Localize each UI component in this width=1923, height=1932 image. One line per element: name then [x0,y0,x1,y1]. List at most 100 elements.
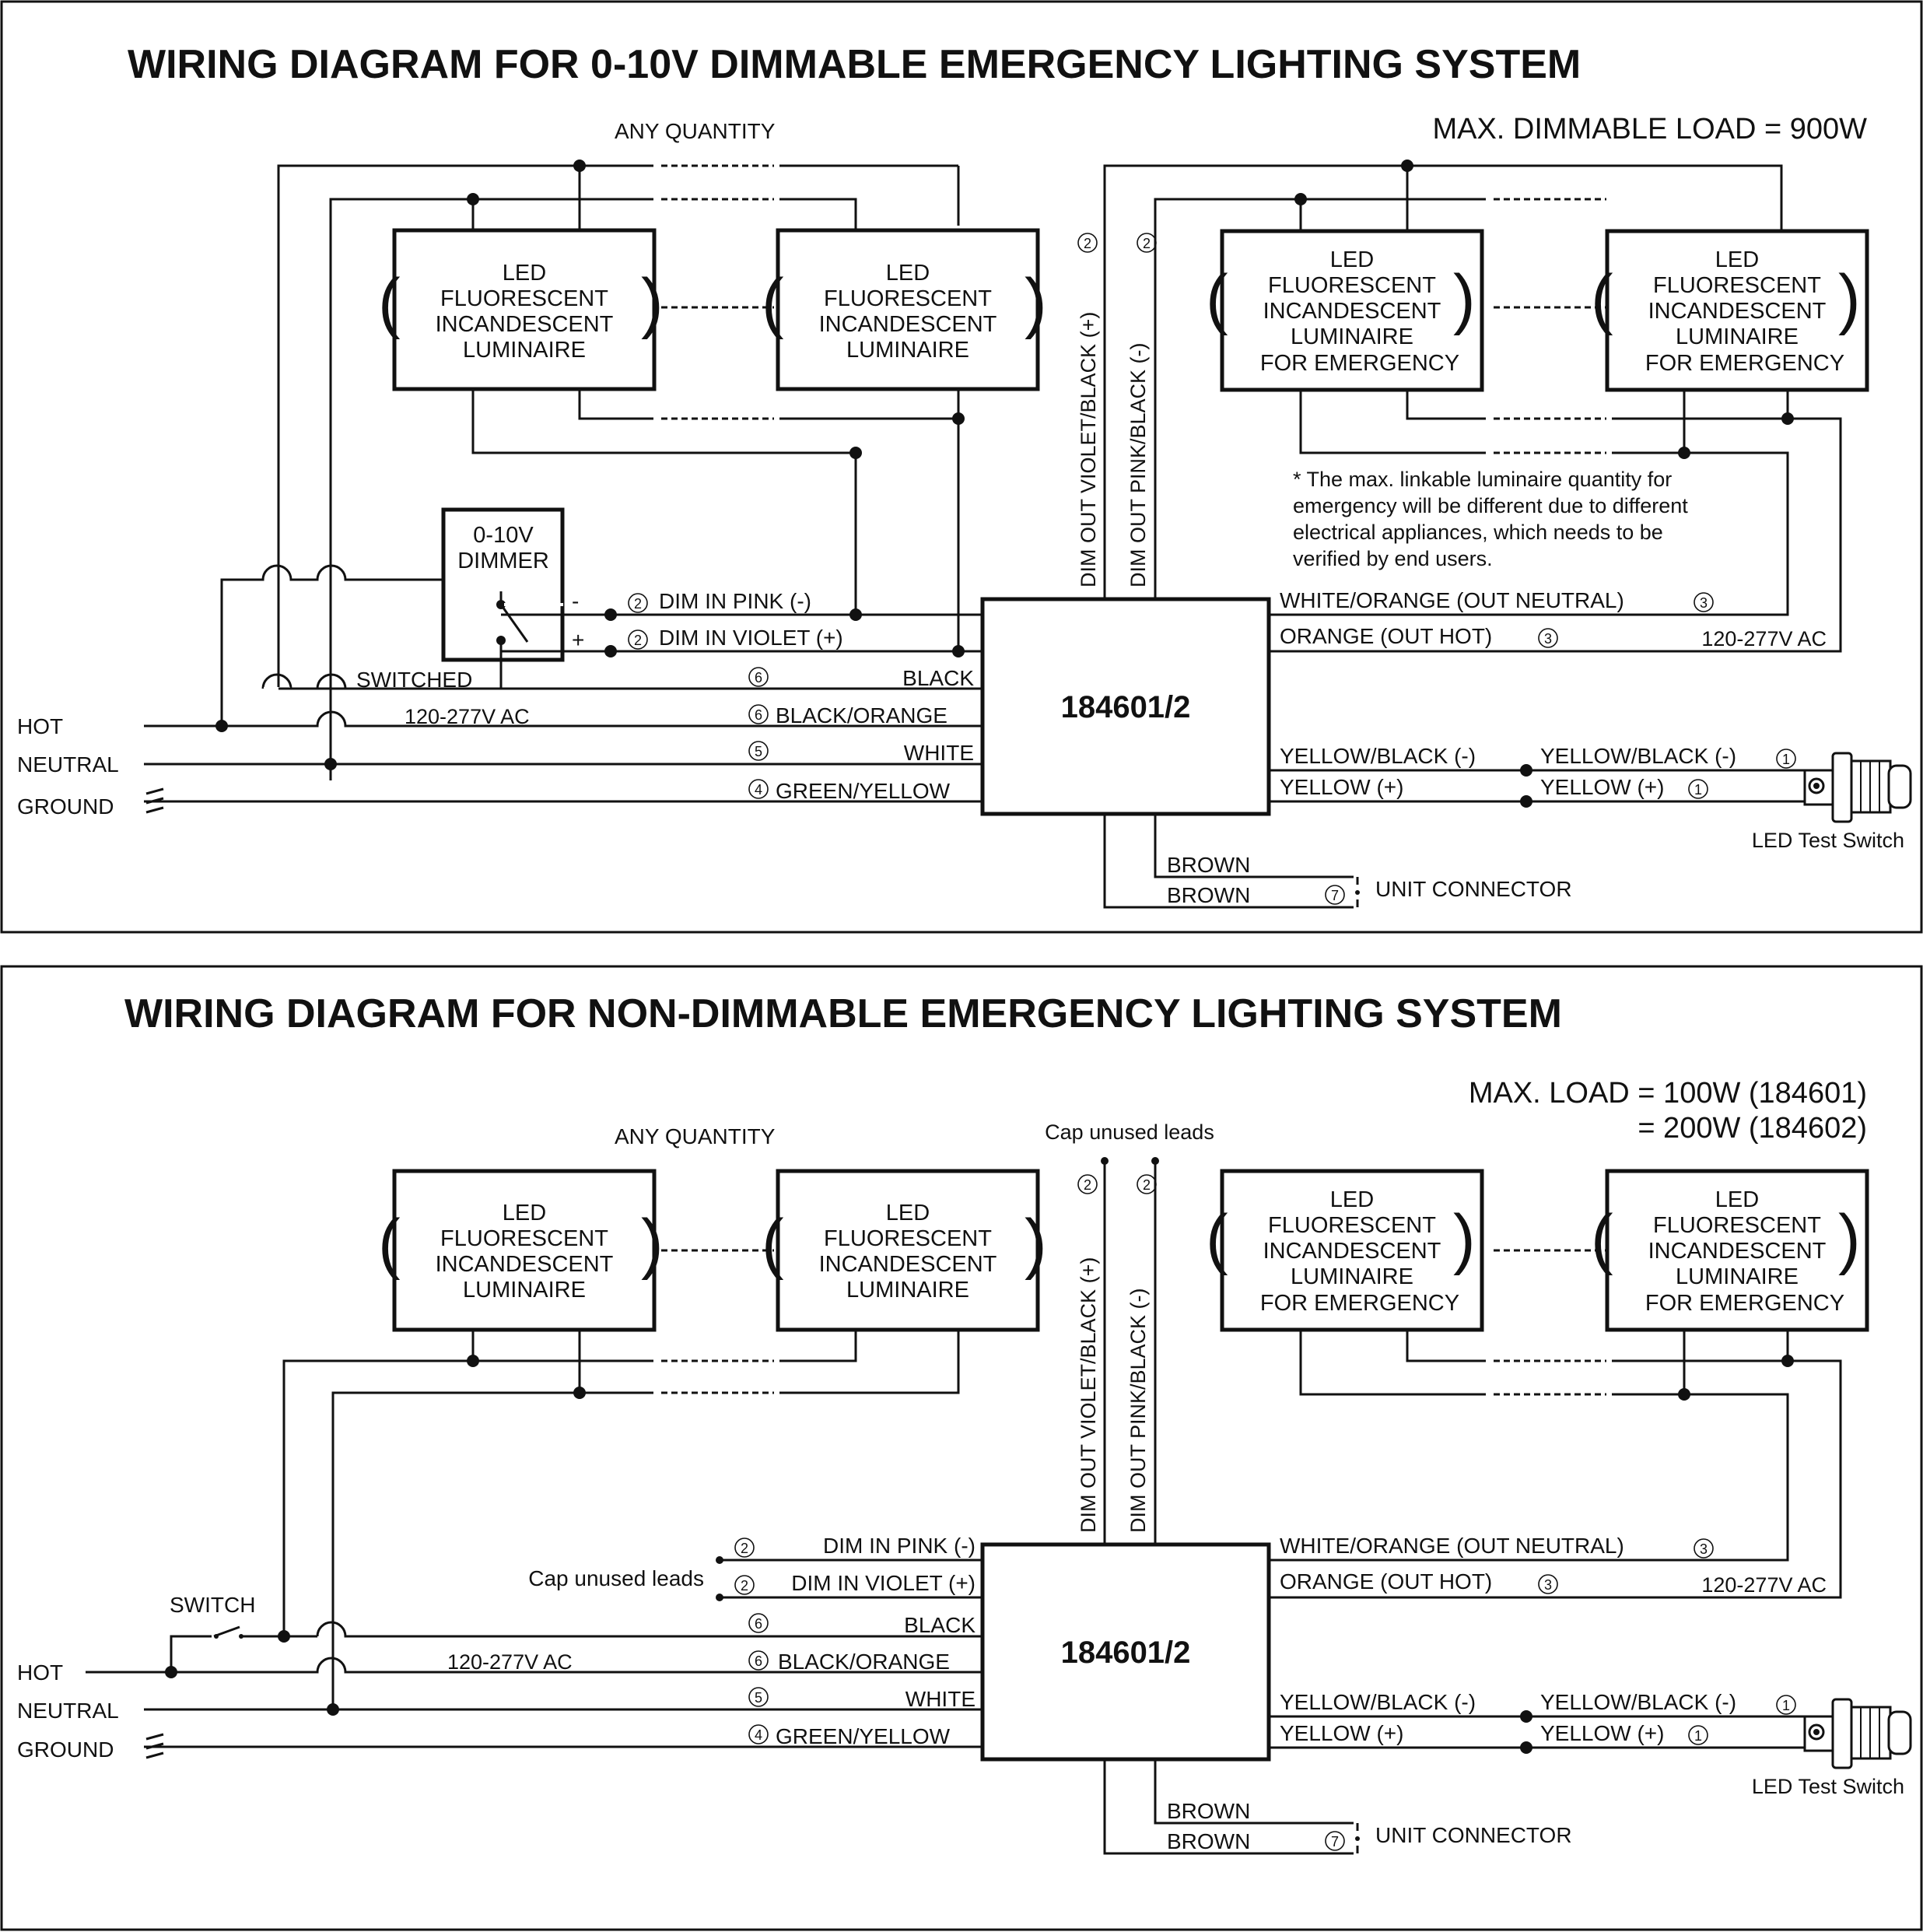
led-test-switch-icon-bottom [1803,1698,1912,1769]
svg-text:): ) [1838,261,1861,336]
svg-text:FOR EMERGENCY: FOR EMERGENCY [1260,1291,1459,1316]
svg-text:1: 1 [1694,782,1702,798]
svg-text:LED: LED [1330,1187,1374,1212]
svg-text:FLUORESCENT: FLUORESCENT [1653,1213,1821,1238]
emergency-luminaire-box-1: ( ) LED FLUORESCENT INCANDESCENT LUMINAI… [1206,229,1484,392]
ground-label: GROUND [17,794,114,819]
svg-text:INCANDESCENT: INCANDESCENT [819,1252,997,1277]
svg-text:): ) [1838,1201,1861,1276]
mains-wiring-bottom [86,1621,982,1759]
svg-text:LED: LED [1715,1187,1759,1212]
svg-text:FLUORESCENT: FLUORESCENT [440,1226,608,1251]
svg-text:verified by end users.: verified by end users. [1293,547,1493,570]
voltage-right-label: 120-277V AC [1701,627,1827,650]
any-quantity-label: ANY QUANTITY [615,119,776,143]
yellow-black-right-label-bottom: YELLOW/BLACK (-) [1540,1690,1736,1714]
svg-text:2: 2 [741,1541,748,1556]
svg-text:LUMINAIRE: LUMINAIRE [463,338,586,363]
yellow-black-left-label-bottom: YELLOW/BLACK (-) [1280,1690,1476,1714]
svg-text:FLUORESCENT: FLUORESCENT [824,1226,992,1251]
dim-out-violet-label: DIM OUT VIOLET/BLACK (+) [1077,312,1100,587]
svg-text:INCANDESCENT: INCANDESCENT [1263,299,1441,324]
svg-text:FOR EMERGENCY: FOR EMERGENCY [1645,351,1844,376]
green-yellow-label-bottom: GREEN/YELLOW [776,1724,951,1748]
svg-text:4: 4 [755,1727,762,1743]
brown-1-label-bottom: BROWN [1167,1799,1250,1823]
svg-text:FLUORESCENT: FLUORESCENT [1653,273,1821,298]
test-switch-wiring-bottom [1269,1710,1813,1754]
svg-text:7: 7 [1331,1834,1339,1850]
svg-text:* The max. linkable luminaire: * The max. linkable luminaire quantity f… [1293,468,1672,491]
svg-text:(: ( [1206,1201,1228,1276]
svg-text:LUMINAIRE: LUMINAIRE [846,338,969,363]
emergency-output-wiring [1269,390,1842,653]
svg-text:+: + [572,628,584,652]
max-dimmable-load-label: MAX. DIMMABLE LOAD = 900W [1432,113,1867,146]
svg-text:5: 5 [755,1690,762,1706]
emergency-luminaire-box-2: ( ) LED FLUORESCENT INCANDESCENT LUMINAI… [1591,229,1869,392]
svg-text:emergency will be different du: emergency will be different due to diffe… [1293,494,1688,517]
svg-text:184601/2: 184601/2 [1061,690,1191,724]
yellow-right-label-bottom: YELLOW (+) [1540,1721,1664,1745]
svg-text:4: 4 [755,782,762,798]
hot-label: HOT [17,714,63,738]
emergency-output-wiring-bottom [1269,1330,1842,1599]
luminaire-box-3: ( ) LED FLUORESCENT INCANDESCENT LUMINAI… [378,1169,664,1332]
dim-in-pink-label: DIM IN PINK (-) [659,589,811,613]
unit-connector-wiring [1103,814,1360,909]
svg-text:3: 3 [1700,595,1708,611]
svg-text:3: 3 [1544,631,1552,647]
non-dimmable-diagram-title: WIRING DIAGRAM FOR NON-DIMMABLE EMERGENC… [124,991,1562,1036]
svg-text:6: 6 [755,1616,762,1632]
svg-text:5: 5 [755,744,762,759]
white-orange-out-neutral-label: WHITE/ORANGE (OUT NEUTRAL) [1280,588,1624,612]
white-orange-out-neutral-label-bottom: WHITE/ORANGE (OUT NEUTRAL) [1280,1534,1624,1558]
svg-text:LUMINAIRE: LUMINAIRE [463,1278,586,1303]
svg-text:3: 3 [1700,1541,1708,1557]
svg-text:LED: LED [1715,247,1759,272]
yellow-left-label-bottom: YELLOW (+) [1280,1721,1403,1745]
svg-text:(: ( [1206,261,1228,336]
svg-text:(: ( [378,1206,401,1281]
emergency-luminaire-box-3: ( ) LED FLUORESCENT INCANDESCENT LUMINAI… [1206,1169,1484,1332]
yellow-black-right-label: YELLOW/BLACK (-) [1540,744,1736,768]
svg-text:): ) [1453,261,1476,336]
orange-out-hot-label: ORANGE (OUT HOT) [1280,624,1492,648]
svg-text:FLUORESCENT: FLUORESCENT [824,286,992,311]
dim-in-violet-label-bottom: DIM IN VIOLET (+) [791,1571,976,1595]
svg-text:(: ( [1591,261,1613,336]
svg-text:INCANDESCENT: INCANDESCENT [819,312,997,337]
brown-2-label-bottom: BROWN [1167,1829,1250,1853]
emergency-luminaire-box-4: ( ) LED FLUORESCENT INCANDESCENT LUMINAI… [1591,1169,1869,1332]
svg-text:INCANDESCENT: INCANDESCENT [1648,1239,1827,1264]
ground-label-bottom: GROUND [17,1737,114,1762]
led-test-switch-label: LED Test Switch [1752,829,1904,852]
left-luminaire-wiring [277,164,982,780]
svg-text:1: 1 [1694,1728,1702,1744]
voltage-right-label-bottom: 120-277V AC [1701,1573,1827,1597]
svg-text:LED: LED [503,261,546,286]
black-orange-label-bottom: BLACK/ORANGE [778,1650,950,1674]
yellow-right-label: YELLOW (+) [1540,775,1664,799]
unit-connector-label-bottom: UNIT CONNECTOR [1375,1823,1572,1847]
max-load-184602-label: = 200W (184602) [1638,1112,1867,1145]
svg-text:LUMINAIRE: LUMINAIRE [1676,324,1799,349]
svg-text:-: - [572,589,579,613]
black-label: BLACK [902,666,974,690]
svg-text:INCANDESCENT: INCANDESCENT [1648,299,1827,324]
svg-text:2: 2 [741,1578,748,1594]
svg-text:INCANDESCENT: INCANDESCENT [1263,1239,1441,1264]
svg-text:2: 2 [634,633,642,648]
voltage-left-label-bottom: 120-277V AC [447,1650,573,1674]
dim-out-pink-label-bottom: DIM OUT PINK/BLACK (-) [1126,1288,1150,1533]
emergency-driver-184601-2: 184601/2 [980,597,1271,816]
cap-unused-leads-left-label: Cap unused leads [528,1566,704,1590]
brown-1-label: BROWN [1167,853,1250,877]
test-switch-wiring [1269,764,1813,808]
svg-text:(: ( [762,1206,784,1281]
unit-connector-label: UNIT CONNECTOR [1375,877,1572,901]
neutral-label: NEUTRAL [17,752,119,777]
dimmable-diagram-panel: WIRING DIAGRAM FOR 0-10V DIMMABLE EMERGE… [0,0,1923,934]
non-dimmable-diagram-panel: WIRING DIAGRAM FOR NON-DIMMABLE EMERGENC… [0,965,1923,1931]
dim-in-violet-label: DIM IN VIOLET (+) [659,626,843,650]
